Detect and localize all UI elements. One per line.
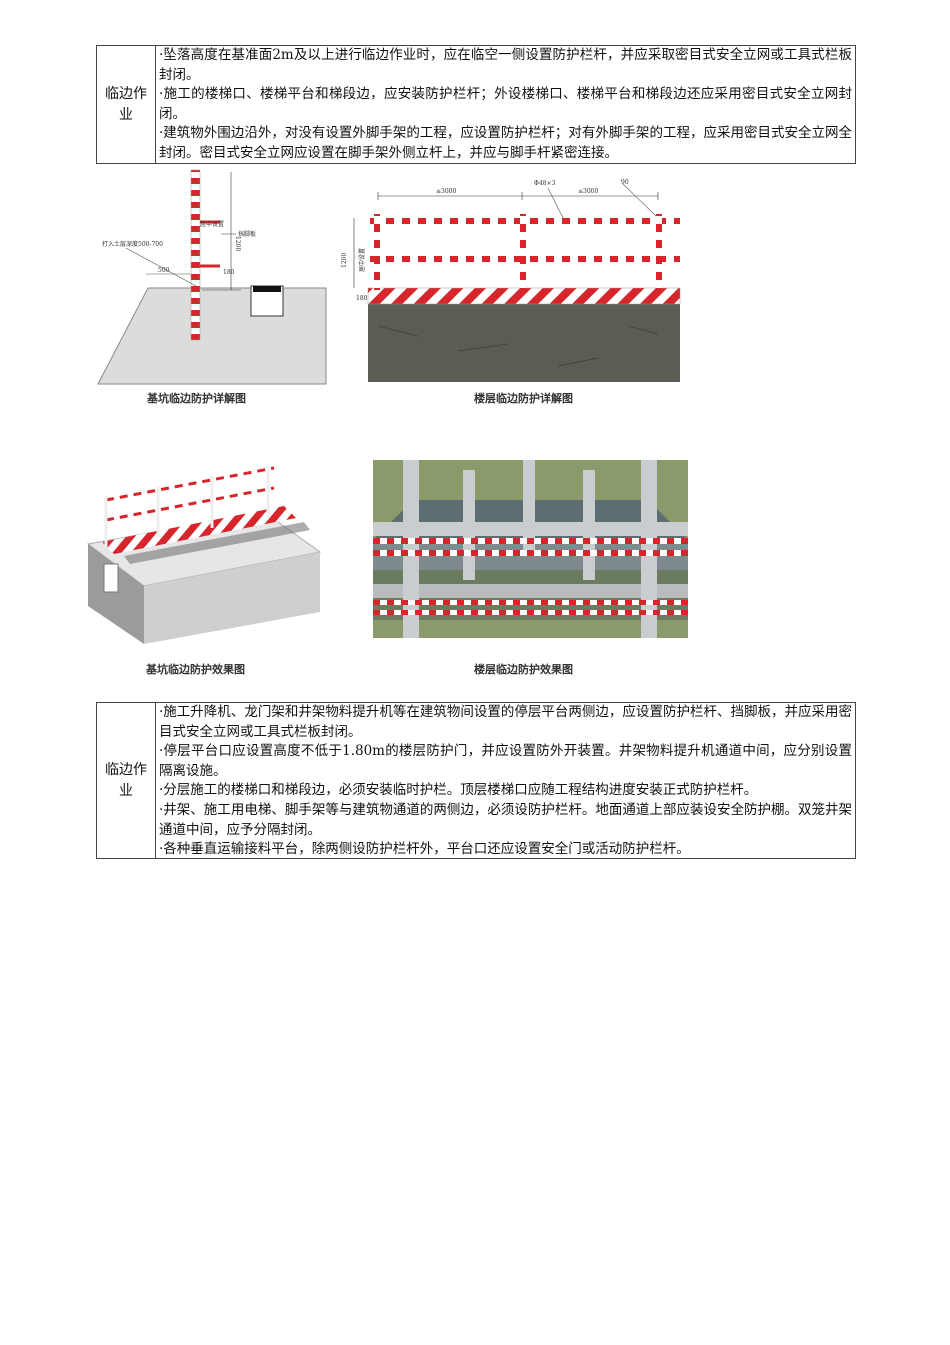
- table-2-item: ·停层平台口应设置高度不低于1.80m的楼层防护门，并应设置防外开装置。井架物料…: [159, 743, 852, 779]
- floor-edge-detail-figure: ≤3000 ≤3000 Φ48×3 90 1200 居中设置 180: [341, 179, 681, 382]
- table-1-content: ·坠落高度在基准面2m及以上进行临边作业时，应在临空一侧设置防护栏杆，并应采取密…: [156, 46, 855, 163]
- label-small: 180: [223, 269, 235, 276]
- table-2: 临边作业 ·施工升降机、龙门架和井架物料提升机等在建筑物间设置的停层平台两侧边，…: [96, 702, 856, 859]
- foundation-pit-render-caption: 基坑临边防护效果图: [146, 663, 245, 676]
- label-height: 1200: [341, 253, 348, 268]
- label-mid: 居中设置: [200, 220, 224, 228]
- label-tag: 90: [621, 179, 629, 186]
- foundation-pit-detail-figure: 打入土层深度500-700 居中设置 1200 挡脚板 180 500: [97, 169, 327, 385]
- label-anchor-depth: 打入土层深度500-700: [102, 240, 163, 248]
- label-toe: 180: [356, 295, 368, 302]
- table-1-item: ·施工的楼梯口、楼梯平台和梯段边，应安装防护栏杆；外设楼梯口、楼梯平台和梯段边还…: [159, 86, 852, 122]
- foundation-pit-render-figure: [86, 466, 322, 644]
- table-2-label: 临边作业: [97, 703, 156, 858]
- table-2-content: ·施工升降机、龙门架和井架物料提升机等在建筑物间设置的停层平台两侧边，应设置防护…: [156, 703, 855, 858]
- table-1-item: ·建筑物外围边沿外，对没有设置外脚手架的工程，应设置防护栏杆；对有外脚手架的工程…: [159, 125, 852, 161]
- table-2-item: ·施工升降机、龙门架和井架物料提升机等在建筑物间设置的停层平台两侧边，应设置防护…: [159, 704, 852, 740]
- table-1-label: 临边作业: [97, 46, 156, 163]
- label-mid: 居中设置: [358, 248, 366, 272]
- table-1: 临边作业 ·坠落高度在基准面2m及以上进行临边作业时，应在临空一侧设置防护栏杆，…: [96, 45, 856, 164]
- table-1-item: ·坠落高度在基准面2m及以上进行临边作业时，应在临空一侧设置防护栏杆，并应采取密…: [159, 47, 852, 83]
- table-2-item: ·分层施工的楼梯口和梯段边，必须安装临时护栏。顶层楼梯口应随工程结构进度安装正式…: [159, 782, 758, 799]
- label-toe: 挡脚板: [238, 230, 256, 238]
- foundation-pit-detail-caption: 基坑临边防护详解图: [147, 392, 246, 405]
- table-2-item: ·各种垂直运输接料平台，除两侧设防护栏杆外，平台口还应设置安全门或活动防护栏杆。: [159, 841, 690, 858]
- label-span-2: ≤3000: [578, 188, 598, 195]
- floor-edge-detail-caption: 楼层临边防护详解图: [474, 392, 573, 405]
- label-pipe: Φ48×3: [534, 180, 556, 187]
- label-span-1: ≤3000: [436, 188, 456, 195]
- floor-edge-render-caption: 楼层临边防护效果图: [474, 663, 573, 676]
- label-height: 1200: [234, 236, 241, 251]
- table-2-item: ·井架、施工用电梯、脚手架等与建筑物通道的两侧边，必须设防护栏杆。地面通道上部应…: [159, 801, 852, 838]
- floor-edge-render-figure: [373, 460, 688, 638]
- label-offset: 500: [158, 267, 170, 274]
